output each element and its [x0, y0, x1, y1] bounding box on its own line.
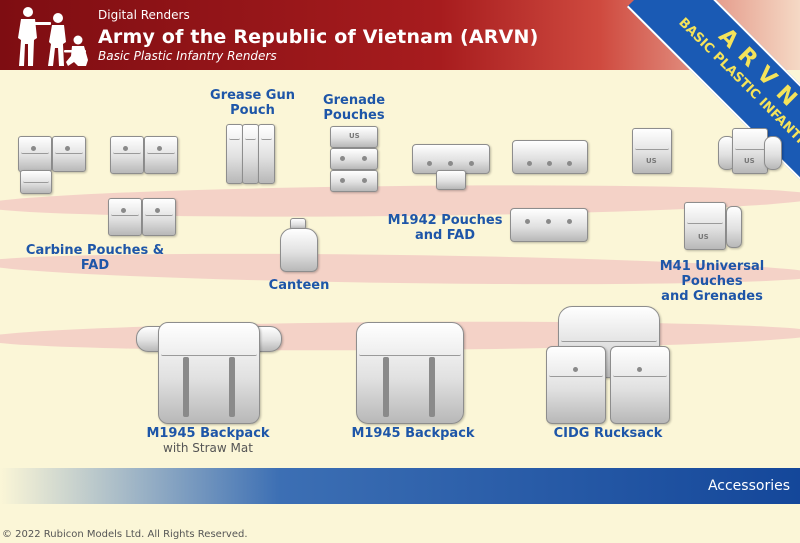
cidg-rucksack-render [546, 306, 670, 424]
carbine-pouch-render [108, 198, 176, 236]
m1942-pouch-render [412, 140, 490, 190]
cidg-rucksack-label: CIDG Rucksack [553, 426, 663, 441]
page-subtitle: Basic Plastic Infantry Renders [98, 49, 277, 63]
section-label: Accessories [707, 478, 790, 494]
carbine-pouches-label: Carbine Pouches & FAD [25, 243, 165, 273]
header-top-label: Digital Renders [98, 8, 190, 22]
m41-pouch-grenade-render: US [718, 124, 782, 174]
m1942-pouch-render [510, 208, 588, 242]
m41-pouch-render: US [632, 124, 672, 174]
m41-pouches-label: M41 Universal Pouches and Grenades [659, 259, 765, 304]
carbine-pouch-render [18, 136, 88, 194]
copyright-text: © 2022 Rubicon Models Ltd. All Rights Re… [2, 529, 248, 540]
m1945-backpack-render [356, 322, 464, 424]
m1945-backpack-label: M1945 Backpack [351, 426, 475, 441]
canteen-render [280, 218, 320, 272]
m1942-pouches-label: M1942 Pouches and FAD [387, 213, 503, 243]
grenade-pouch-render: US [330, 126, 378, 192]
page-title: Army of the Republic of Vietnam (ARVN) [98, 26, 539, 48]
grenade-pouches-label: Grenade Pouches [322, 93, 386, 123]
grease-gun-pouch-label: Grease Gun Pouch [210, 88, 295, 118]
canteen-label: Canteen [268, 278, 330, 293]
carbine-pouch-render [110, 136, 178, 174]
footer-bar: Accessories [0, 468, 800, 504]
m41-pouch-grenade-render: US [684, 198, 742, 250]
m1945-backpack-straw-mat-render [136, 320, 282, 424]
soldiers-logo-icon [18, 7, 88, 66]
m1945-backpack-mat-sublabel: with Straw Mat [163, 441, 253, 455]
m1942-pouch-render [512, 140, 588, 174]
grease-gun-pouch-render [226, 124, 275, 184]
m1945-backpack-mat-label: M1945 Backpack [146, 426, 270, 441]
